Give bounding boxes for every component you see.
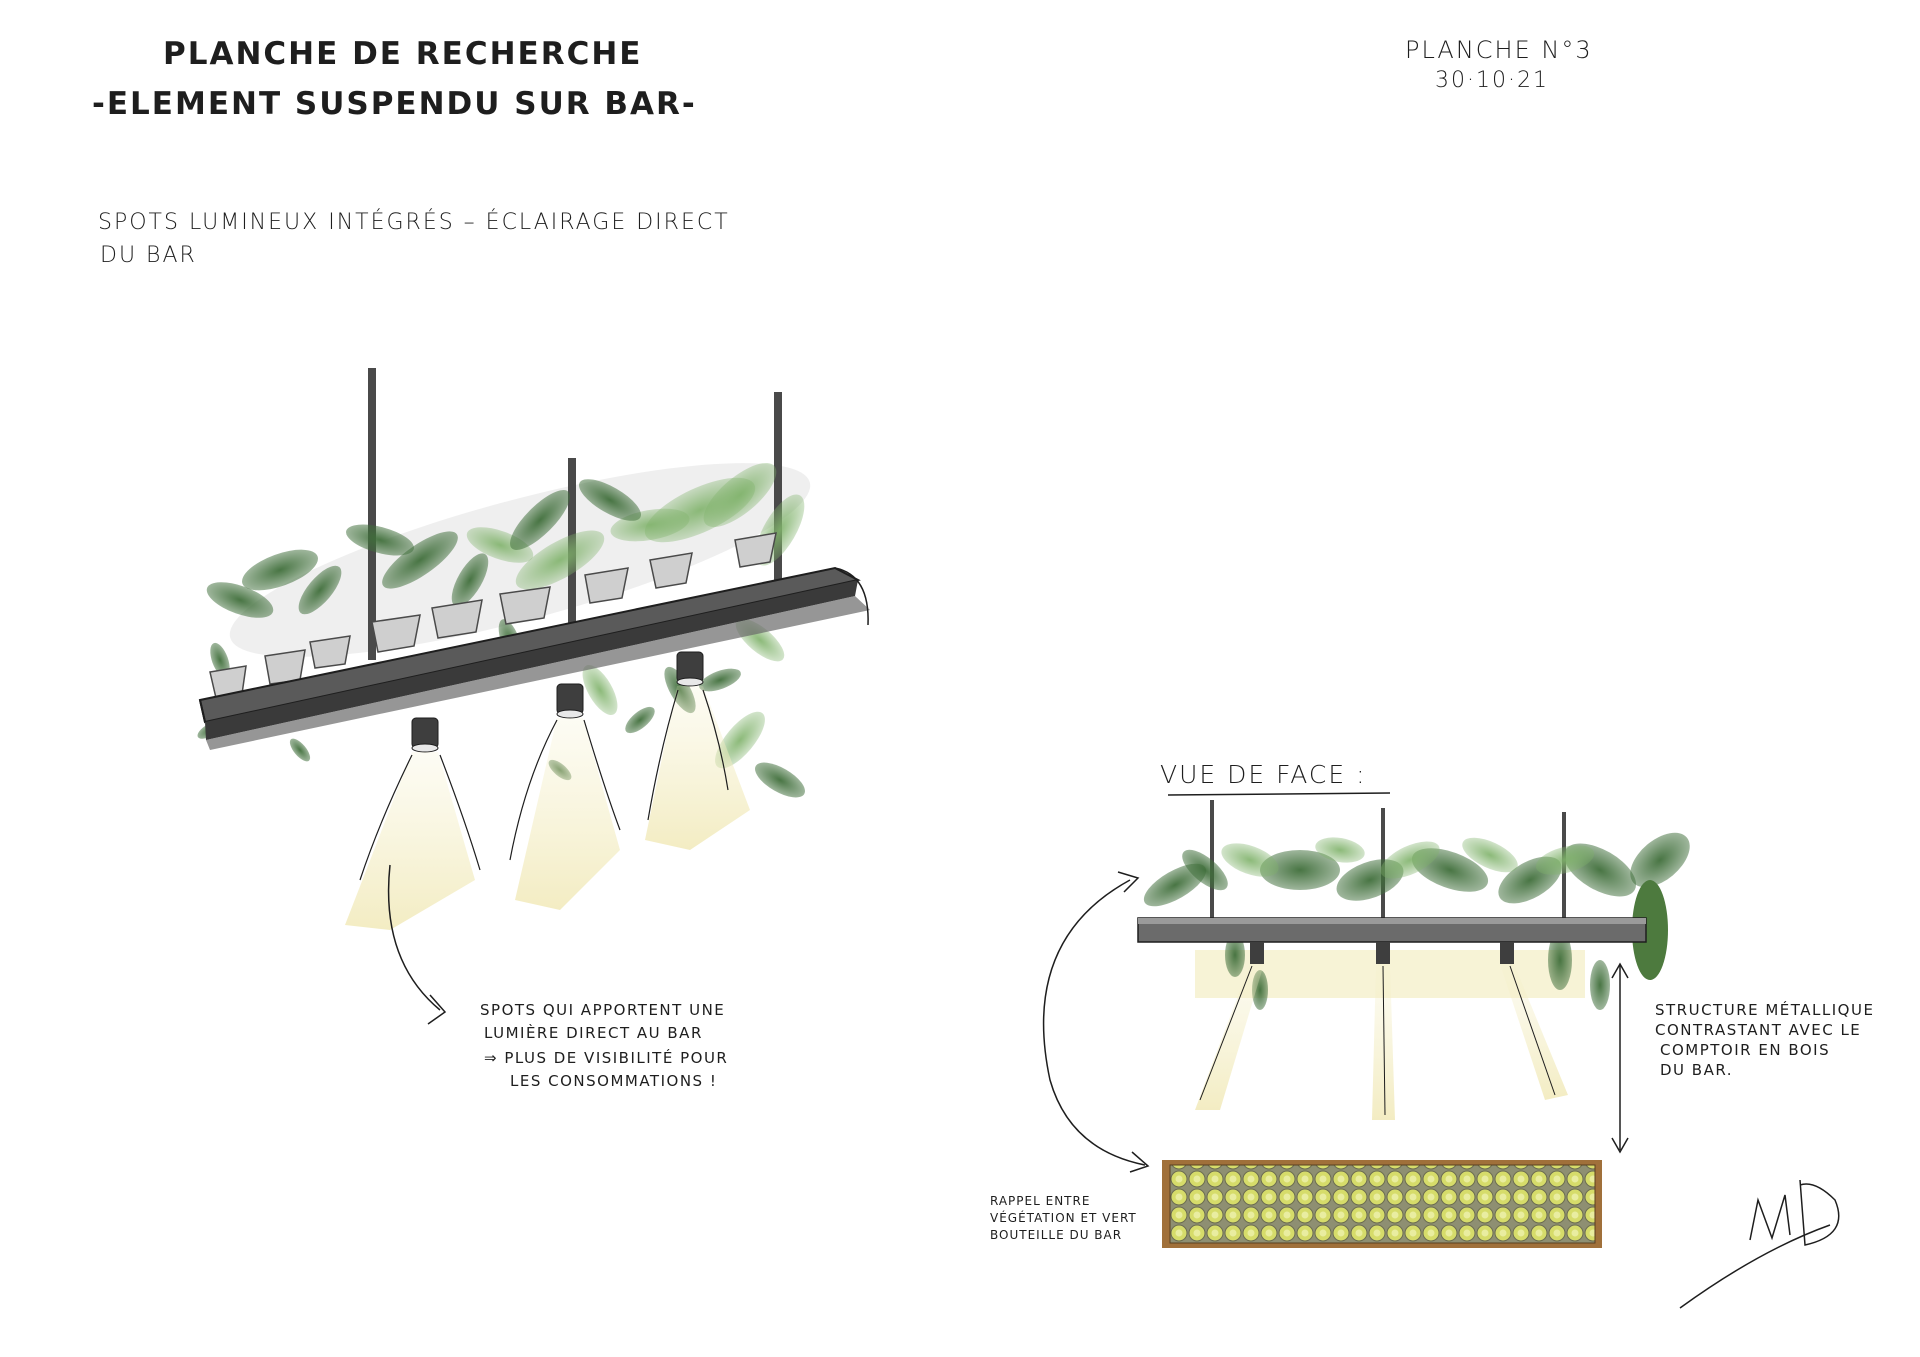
perspective-heading-line-2: DU BAR <box>100 243 197 268</box>
pot <box>649 552 693 589</box>
structure-note-line-1: STRUCTURE MÉTALLIQUE <box>1655 1001 1875 1019</box>
perspective-heading-line-1: SPOTS LUMINEUX INTÉGRÉS – ÉCLAIRAGE DIRE… <box>98 210 730 235</box>
front-view-sketch <box>1042 800 1690 1248</box>
link-arrow <box>1042 879 1146 1166</box>
spot-light-3 <box>676 651 704 687</box>
light-beam-1 <box>345 752 475 930</box>
perspective-sketch <box>197 368 870 1025</box>
light-beam-3 <box>645 686 750 850</box>
signature <box>1679 1179 1840 1309</box>
suspension-rod-3 <box>774 392 782 592</box>
bottle-note-line-1: RAPPEL ENTRE <box>990 1194 1091 1208</box>
structure-note-line-4: DU BAR. <box>1660 1061 1734 1079</box>
spots-note-line-1: SPOTS QUI APPORTENT UNE <box>480 1001 726 1019</box>
suspension-rod-1 <box>368 368 376 660</box>
front-view-underline <box>1167 792 1391 796</box>
pot <box>584 567 629 604</box>
pot <box>431 599 483 639</box>
bottle-note-line-3: BOUTEILLE DU BAR <box>990 1228 1123 1242</box>
front-view-heading: VUE DE FACE : <box>1160 760 1367 789</box>
light-beam-2 <box>515 718 620 910</box>
spots-note-line-4: LES CONSOMMATIONS ! <box>510 1072 718 1090</box>
spots-note-line-2: LUMIÈRE DIRECT AU BAR <box>484 1024 703 1042</box>
spots-note-line-3: ⇒ PLUS DE VISIBILITÉ POUR <box>484 1049 729 1067</box>
sheet-date: 30·10·21 <box>1435 68 1549 93</box>
structure-note-line-2: CONTRASTANT AVEC LE <box>1655 1021 1862 1039</box>
bottle-note-line-2: VÉGÉTATION ET VERT <box>990 1211 1137 1225</box>
bar-bottle-wall <box>1169 1164 1596 1244</box>
title-line-2: -ELEMENT SUSPENDU SUR BAR- <box>92 86 697 122</box>
pot <box>309 635 351 669</box>
spots-pointer-arrow <box>387 864 441 1011</box>
pot <box>499 586 551 625</box>
pot <box>371 614 421 653</box>
title-line-1: PLANCHE DE RECHERCHE <box>163 36 643 72</box>
spot-light-1 <box>411 717 439 753</box>
structure-note-line-3: COMPTOIR EN BOIS <box>1660 1041 1831 1059</box>
pot <box>734 532 777 568</box>
spot-light-2 <box>556 683 584 719</box>
sheet-number: PLANCHE N°3 <box>1405 36 1593 64</box>
